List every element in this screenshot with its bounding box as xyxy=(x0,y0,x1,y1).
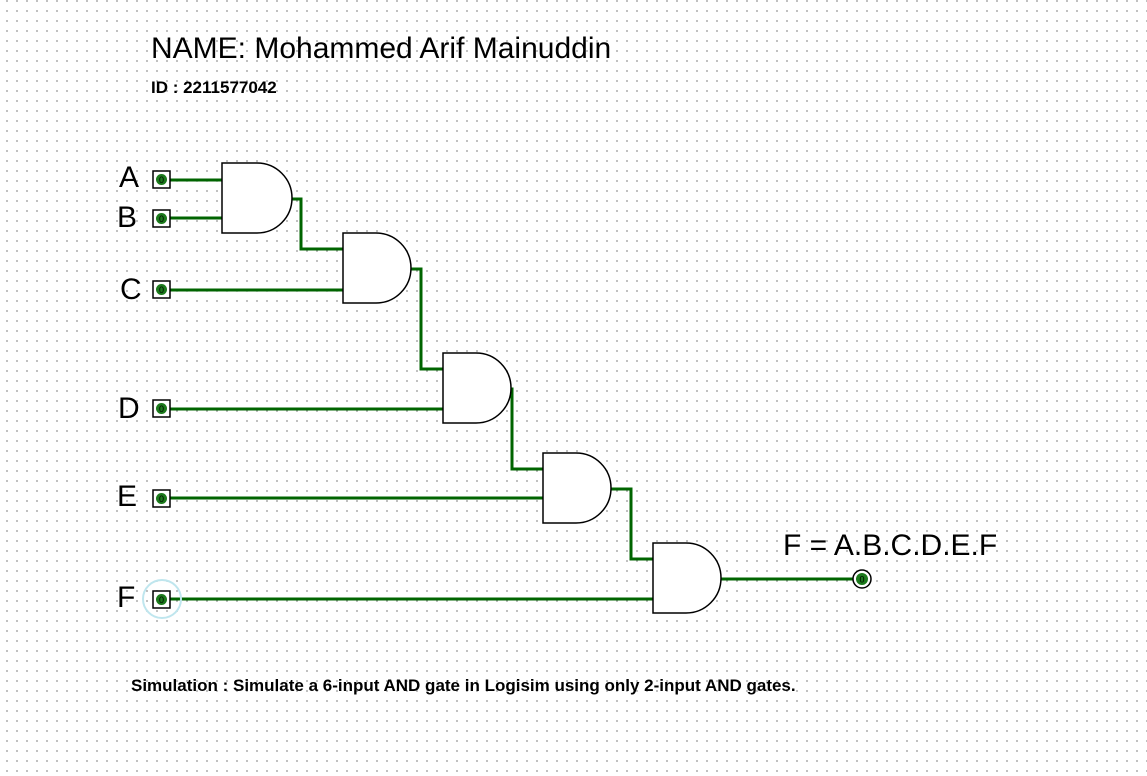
pin-value: 0 xyxy=(159,214,164,224)
input-pin-f[interactable]: 0 xyxy=(152,590,171,609)
pin-label-f: F xyxy=(117,581,136,614)
gates xyxy=(221,162,722,614)
pin-value: 0 xyxy=(859,575,864,585)
and-gate[interactable] xyxy=(221,162,293,234)
wire-g1-out xyxy=(290,197,345,251)
input-pin-c[interactable]: 0 xyxy=(152,280,171,299)
output-pin[interactable]: 0 xyxy=(852,569,872,589)
pin-label-d: D xyxy=(118,392,140,425)
input-pin-d[interactable]: 0 xyxy=(152,399,171,418)
wires xyxy=(167,178,856,601)
input-pins: 0 0 0 0 0 xyxy=(152,170,171,609)
and-gate[interactable] xyxy=(342,232,412,304)
wire-g3-out xyxy=(509,387,545,471)
and-gate[interactable] xyxy=(542,452,612,524)
pin-value: 0 xyxy=(159,175,164,185)
input-pin-b[interactable]: 0 xyxy=(152,209,171,228)
wire-g2-out xyxy=(409,267,445,371)
pin-label-e: E xyxy=(117,480,138,513)
input-pin-a[interactable]: 0 xyxy=(152,170,171,189)
pin-value: 0 xyxy=(159,595,164,605)
and-gate[interactable] xyxy=(442,352,512,424)
selection-halo xyxy=(142,579,182,619)
pin-label-c: C xyxy=(120,273,142,306)
name-heading: NAME: Mohammed Arif Mainuddin xyxy=(151,32,612,65)
pin-label-a: A xyxy=(119,161,140,194)
pin-value: 0 xyxy=(159,404,164,414)
output-label: F = A.B.C.D.E.F xyxy=(783,529,998,562)
pin-value: 0 xyxy=(159,494,164,504)
simulation-caption: Simulation : Simulate a 6-input AND gate… xyxy=(131,676,796,695)
student-id: ID : 2211577042 xyxy=(151,78,277,97)
pin-label-b: B xyxy=(117,201,138,234)
pin-value: 0 xyxy=(159,285,164,295)
and-gate[interactable] xyxy=(652,542,722,614)
input-pin-e[interactable]: 0 xyxy=(152,489,171,508)
wire-g4-out xyxy=(609,487,655,561)
